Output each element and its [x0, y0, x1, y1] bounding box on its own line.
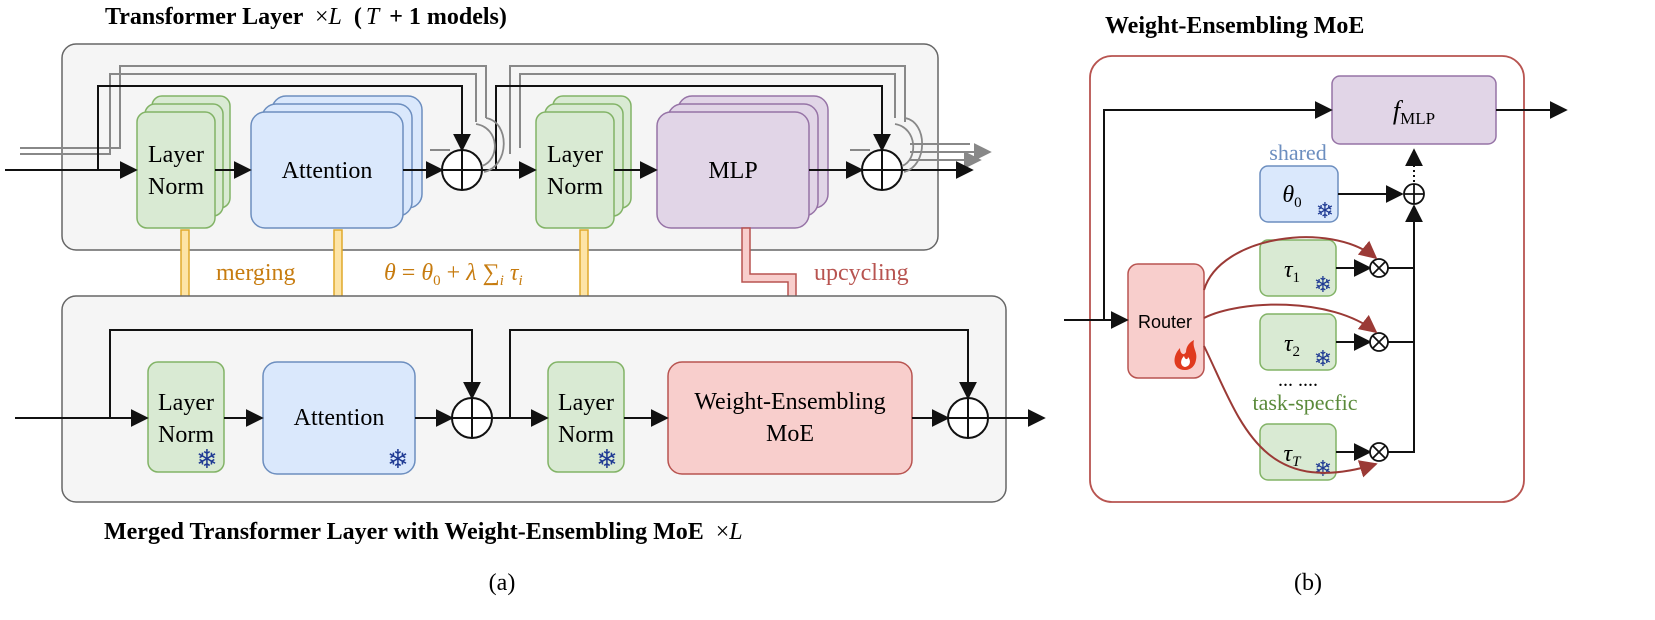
merge-formula: θ = θ0 + λ ∑i τi: [384, 260, 523, 289]
svg-text:Norm: Norm: [547, 174, 603, 200]
svg-text:τ2: τ2: [1284, 331, 1300, 360]
svg-text:Attention: Attention: [294, 405, 385, 431]
snowflake-icon: ❄: [1314, 456, 1332, 481]
caption-b: (b): [1294, 570, 1322, 596]
merged-layernorm-1: Layer Norm: [147, 361, 225, 473]
task-specific-label: task-specfic: [1252, 390, 1357, 415]
caption-a: (a): [489, 570, 516, 596]
multiplier-icon: [1369, 258, 1389, 278]
svg-text:MLP: MLP: [708, 158, 757, 184]
svg-text:τ1: τ1: [1284, 257, 1300, 286]
theta0-box: θ0 ❄: [1259, 165, 1339, 223]
ellipsis: ... ....: [1278, 369, 1318, 391]
layernorm-stack-1: Layer Norm: [136, 95, 231, 229]
f-mlp-box: fMLP: [1331, 75, 1497, 145]
we-moe-block: Weight-Ensembling MoE: [667, 361, 913, 475]
svg-text:τT: τT: [1284, 441, 1303, 470]
stacked-skip-connections: [20, 65, 906, 155]
snowflake-icon: ❄: [1316, 198, 1334, 223]
shared-label: shared: [1269, 140, 1326, 165]
tau2-box: τ2 ❄: [1259, 313, 1337, 371]
snowflake-icon: ❄: [1314, 346, 1332, 371]
attention-stack: Attention: [250, 95, 423, 229]
adder-icon: [451, 397, 493, 439]
svg-text:Layer: Layer: [148, 142, 204, 168]
multiplier-icon: [1369, 442, 1389, 462]
svg-text:Norm: Norm: [558, 422, 614, 448]
layernorm-stack-2: Layer Norm: [535, 95, 632, 229]
snowflake-icon: ❄: [1314, 272, 1332, 297]
adder-icon: [1403, 183, 1425, 205]
svg-text:Attention: Attention: [282, 158, 373, 184]
multiplier-icon: [1369, 332, 1389, 352]
adder-icon: [947, 397, 989, 439]
flame-icon: [1174, 340, 1197, 370]
mlp-stack: MLP: [656, 95, 829, 229]
svg-text:Layer: Layer: [558, 390, 614, 416]
merging-label: merging: [216, 260, 296, 286]
adder-icon: [441, 149, 483, 191]
svg-text:Norm: Norm: [158, 422, 214, 448]
svg-text:θ0: θ0: [1282, 182, 1301, 211]
merged-layer-title: Merged Transformer Layer with Weight-Ens…: [104, 519, 743, 545]
snowflake-icon: ❄: [596, 444, 618, 474]
adder-icon: [861, 149, 903, 191]
tauT-box: τT ❄: [1259, 423, 1337, 481]
svg-text:Weight-Ensembling: Weight-Ensembling: [694, 389, 885, 415]
svg-text:fMLP: fMLP: [1393, 96, 1435, 128]
snowflake-icon: ❄: [387, 444, 409, 474]
upcycling-label: upcycling: [814, 260, 909, 286]
merged-attention: Attention: [262, 361, 416, 475]
routing-weights: [1203, 236, 1378, 478]
svg-text:Norm: Norm: [148, 174, 204, 200]
we-moe-title: Weight-Ensembling MoE: [1105, 13, 1364, 39]
top-layer-title: Transformer Layer ×L (T + 1 models): [105, 4, 507, 30]
tau1-box: τ1 ❄: [1259, 239, 1337, 297]
snowflake-icon: ❄: [196, 444, 218, 474]
svg-text:Router: Router: [1138, 312, 1192, 332]
svg-text:Layer: Layer: [158, 390, 214, 416]
svg-text:Layer: Layer: [547, 142, 603, 168]
svg-text:MoE: MoE: [766, 421, 814, 447]
